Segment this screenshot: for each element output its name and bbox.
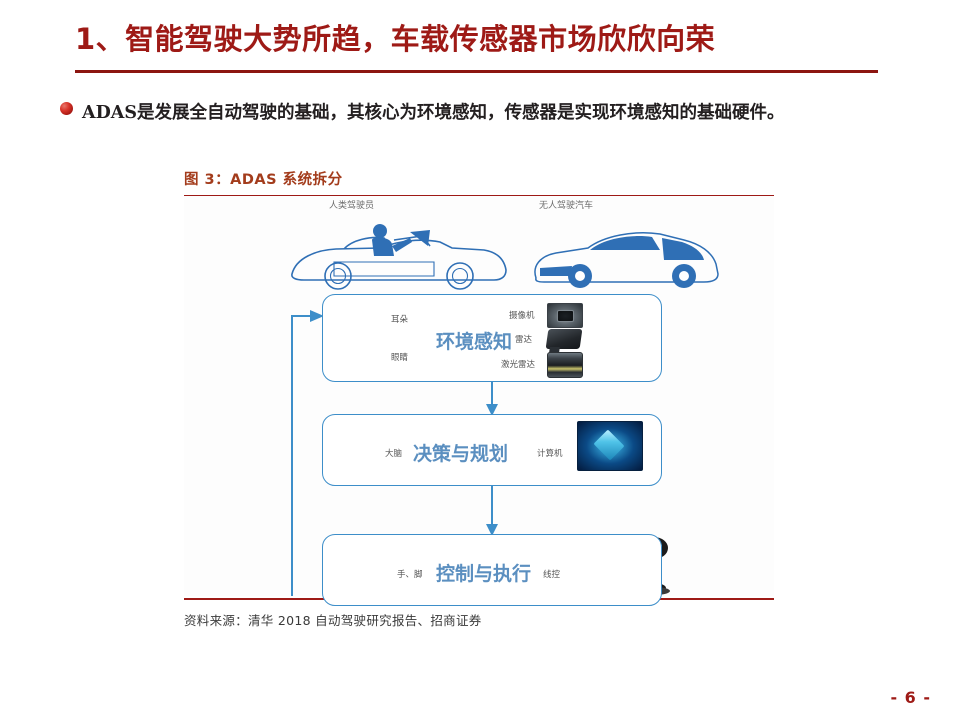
bullet-row: ADAS是发展全自动驾驶的基础，其核心为环境感知，传感器是实现环境感知的基础硬件… [60, 96, 900, 131]
stage-label-control: 控制与执行 [436, 563, 532, 586]
bullet-text: ADAS是发展全自动驾驶的基础，其核心为环境感知，传感器是实现环境感知的基础硬件… [82, 103, 785, 123]
bullet-sphere-icon [60, 102, 73, 115]
sports-car-icon [534, 232, 719, 289]
figure-panel: 图 3：ADAS 系统拆分 人类驾驶员 无人驾驶汽车 [184, 168, 774, 638]
stage-box-perception[interactable]: 环境感知 耳朵 眼睛 摄像机 雷达 激光雷达 [322, 294, 662, 383]
stage-label-decision: 决策与规划 [413, 443, 509, 466]
arrow-perception-to-decision [486, 382, 498, 417]
arrow-feedback-loop [291, 310, 324, 597]
caption-autonomous-car: 无人驾驶汽车 [539, 201, 594, 212]
camera-icon [547, 303, 583, 329]
stage-box-control[interactable]: 控制与执行 手、脚 线控 [322, 534, 662, 607]
item-label-camera: 摄像机 [509, 311, 535, 322]
figure-top-rule [184, 195, 774, 197]
arrow-decision-to-control [486, 486, 498, 537]
item-label-ear: 耳朵 [391, 315, 409, 326]
title-divider [75, 70, 878, 73]
page-number: - 6 - [890, 688, 931, 707]
convertible-car-icon [291, 235, 507, 291]
chip-icon [577, 421, 643, 472]
radar-icon [545, 329, 583, 350]
item-label-lidar: 激光雷达 [501, 360, 536, 371]
item-label-hands-feet: 手、脚 [397, 570, 423, 581]
page-title: 1、智能驾驶大势所趋，车载传感器市场欣欣向荣 [75, 22, 716, 56]
figure-source: 资料来源：清华 2018 自动驾驶研究报告、招商证券 [184, 612, 482, 628]
figure-title: 图 3：ADAS 系统拆分 [184, 172, 343, 188]
lidar-icon [547, 352, 583, 379]
windshield-icon [410, 230, 430, 247]
item-label-radar: 雷达 [515, 335, 533, 346]
item-label-brain: 大脑 [385, 449, 403, 460]
item-label-drive-by-wire: 线控 [543, 570, 561, 581]
driver-figure-icon [372, 224, 412, 257]
stage-box-decision[interactable]: 决策与规划 大脑 计算机 [322, 414, 662, 487]
bullet-block: ADAS是发展全自动驾驶的基础，其核心为环境感知，传感器是实现环境感知的基础硬件… [60, 96, 900, 131]
item-label-eye: 眼睛 [391, 353, 409, 364]
item-label-computer: 计算机 [537, 449, 563, 460]
stage-label-perception: 环境感知 [436, 331, 513, 354]
figure-body: 人类驾驶员 无人驾驶汽车 [184, 196, 774, 607]
caption-human-driver: 人类驾驶员 [329, 201, 375, 212]
